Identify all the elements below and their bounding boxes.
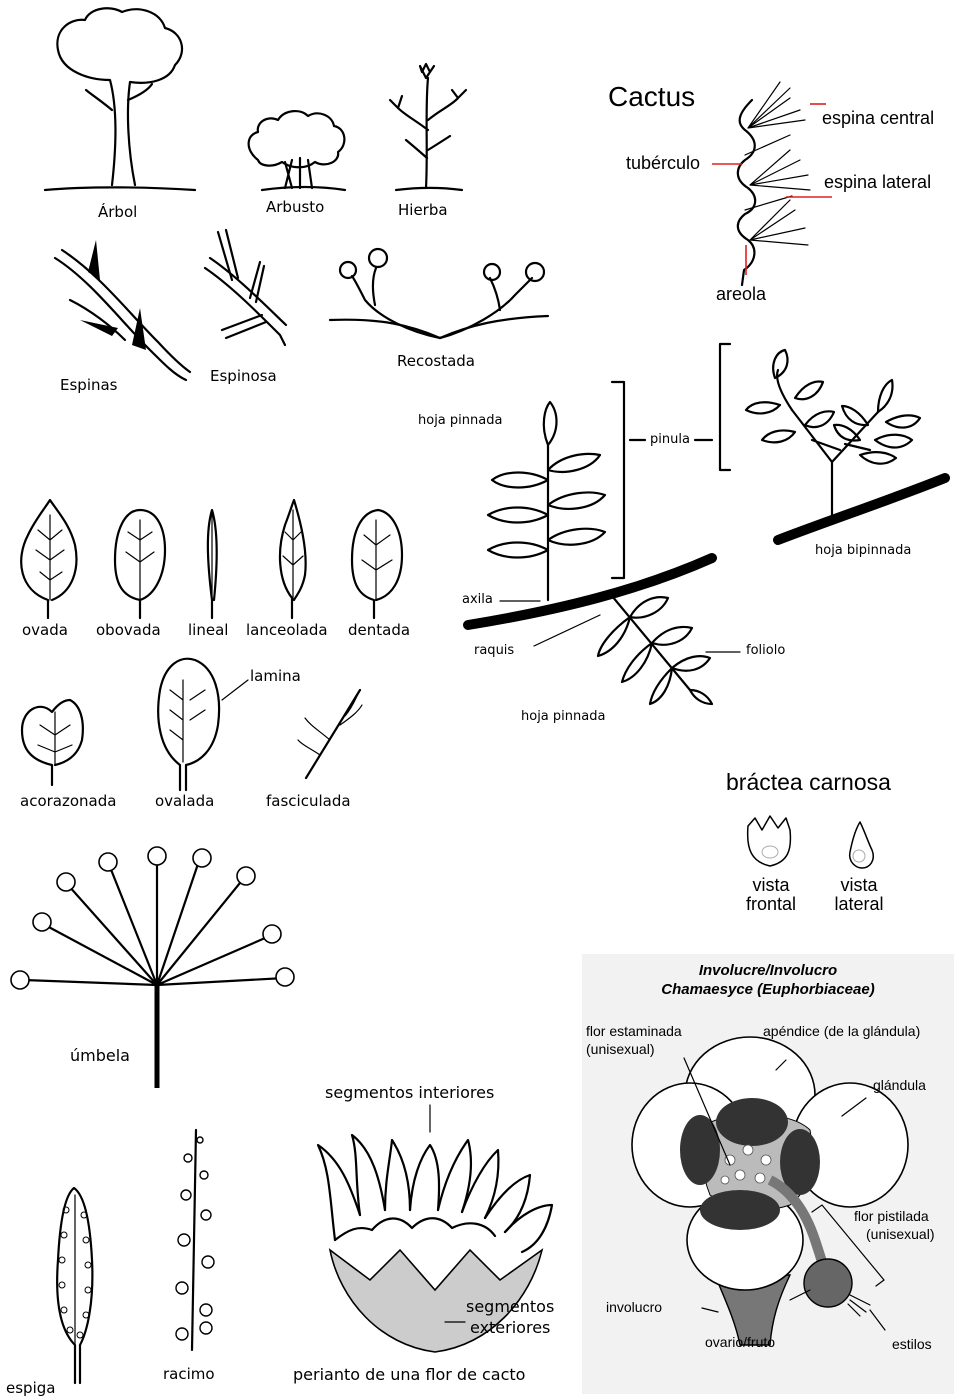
- label-involucre: involucro: [606, 1300, 662, 1315]
- label-spines: Espinas: [60, 377, 118, 394]
- label-axil: axila: [462, 593, 493, 607]
- label-herb: Hierba: [398, 202, 448, 219]
- label-tree: Árbol: [98, 204, 137, 221]
- spiny-drawing: [205, 230, 286, 345]
- label-dentate: dentada: [348, 622, 410, 639]
- label-linear: lineal: [188, 622, 228, 639]
- spike-drawing: [57, 1188, 92, 1383]
- cactus-drawing: [712, 82, 832, 285]
- label-obovate: obovada: [96, 622, 161, 639]
- herb-drawing: [390, 64, 466, 190]
- compound-leaf-drawing: [468, 344, 945, 704]
- label-areole: areola: [716, 285, 766, 305]
- label-rachis: raquis: [474, 644, 514, 658]
- label-pistillate-2: (unisexual): [866, 1227, 934, 1242]
- label-fascicled: fasciculada: [266, 793, 351, 810]
- label-appendage: apéndice (de la glándula): [763, 1024, 920, 1039]
- leaf-shapes-row-2: [22, 659, 362, 790]
- label-outer-segments-2: exteriores: [470, 1319, 550, 1337]
- shrub-drawing: [249, 111, 345, 190]
- leaf-shapes-row-1: [21, 500, 402, 618]
- raceme-drawing: [176, 1130, 214, 1350]
- label-ovary: ovario/fruto: [705, 1335, 775, 1350]
- label-pinnate-leaf-top: hoja pinnada: [418, 414, 502, 428]
- label-spiny: Espinosa: [210, 368, 277, 385]
- label-tubercle: tubérculo: [626, 154, 700, 174]
- label-raceme: racimo: [163, 1366, 215, 1383]
- label-inner-segments: segmentos interiores: [325, 1084, 494, 1102]
- label-lanceolate: lanceolada: [246, 622, 328, 639]
- label-outer-segments-1: segmentos: [466, 1298, 554, 1316]
- label-reclining: Recostada: [397, 353, 475, 370]
- label-umbel: úmbela: [70, 1047, 130, 1065]
- label-styles: estilos: [892, 1337, 932, 1352]
- label-staminate-2: (unisexual): [586, 1042, 654, 1057]
- label-pinnate-leaf-bottom: hoja pinnada: [521, 710, 605, 724]
- label-gland: glándula: [873, 1078, 926, 1093]
- reclining-drawing: [330, 249, 548, 338]
- tree-drawing: [45, 8, 195, 190]
- label-pinnule: pinula: [650, 433, 690, 447]
- label-staminate-1: flor estaminada: [586, 1024, 682, 1039]
- bract-drawing: [748, 816, 874, 868]
- label-spike: espiga: [6, 1380, 55, 1397]
- cactus-title: Cactus: [608, 82, 695, 113]
- label-leaflet: foliolo: [746, 644, 785, 658]
- label-cordate: acorazonada: [20, 793, 116, 810]
- involucre-title-2: Chamaesyce (Euphorbiaceae): [582, 982, 954, 999]
- bract-title: bráctea carnosa: [726, 770, 891, 795]
- label-lateral-spine: espina lateral: [824, 173, 931, 193]
- label-central-spine: espina central: [822, 109, 934, 129]
- label-shrub: Arbusto: [266, 199, 324, 216]
- label-bipinnate-leaf: hoja bipinnada: [815, 544, 911, 558]
- umbel-drawing: [11, 847, 294, 1088]
- label-ovate: ovada: [22, 622, 68, 639]
- spines-drawing: [55, 240, 190, 380]
- label-oval: ovalada: [155, 793, 214, 810]
- label-bract-side: vistalateral: [824, 876, 894, 914]
- label-perianth-caption: perianto de una flor de cacto: [293, 1366, 525, 1384]
- label-blade: lamina: [250, 668, 301, 685]
- label-pistillate-1: flor pistilada: [854, 1209, 929, 1224]
- label-bract-front: vistafrontal: [736, 876, 806, 914]
- involucre-title-1: Involucre/Involucro: [582, 963, 954, 980]
